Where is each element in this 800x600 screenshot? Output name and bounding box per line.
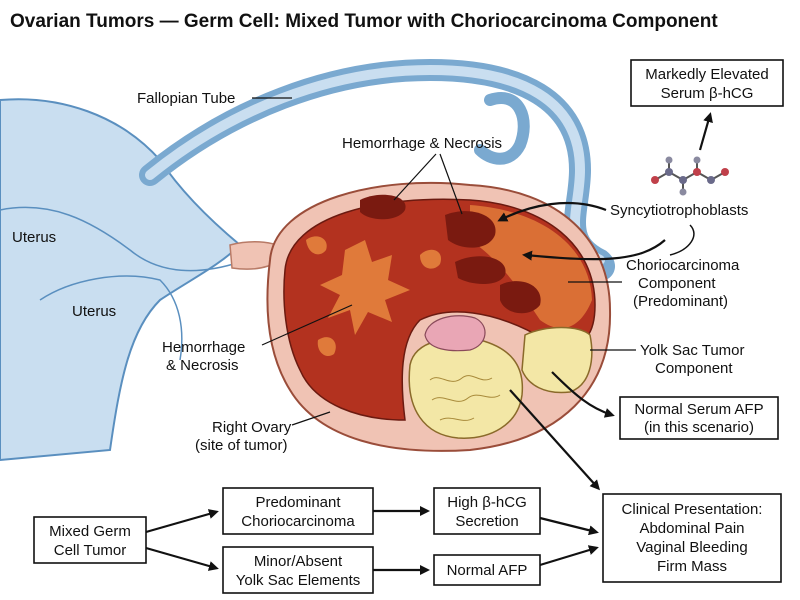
- uterus-shape: [0, 98, 242, 462]
- diagram-title: Ovarian Tumors — Germ Cell: Mixed Tumor …: [10, 11, 718, 32]
- molecule-icon: [651, 156, 729, 196]
- box-normal-afp-line2: (in this scenario): [644, 419, 754, 436]
- box-normal-serum-afp: Normal Serum AFP (in this scenario): [619, 396, 779, 440]
- box-serum-hcg: Markedly Elevated Serum β-hCG: [630, 59, 784, 107]
- necrosis-patch-6: [420, 249, 441, 269]
- arrow-syncytio-in: [497, 201, 607, 222]
- label-syncytiotrophoblasts: Syncytiotrophoblasts: [610, 202, 748, 219]
- box-serum-hcg-line2: Serum β-hCG: [661, 85, 754, 102]
- necrosis-patch-3: [455, 256, 506, 284]
- arrow-hcg-to-clinical: [539, 516, 599, 536]
- label-uterus-upper: Uterus: [12, 229, 56, 246]
- label-right-ovary-1: Right Ovary: [212, 419, 292, 436]
- flow-box-high-hcg: High β-hCG Secretion: [433, 487, 541, 535]
- yolk-texture: [429, 375, 501, 421]
- label-hemorrhage-top: Hemorrhage & Necrosis: [342, 135, 502, 152]
- arrow-syncytio-up: [669, 224, 695, 256]
- necrosis-patch-5: [306, 236, 327, 255]
- flow-box-minor: Minor/Absent Yolk Sac Elements: [222, 546, 374, 594]
- leader-right-ovary: [291, 411, 331, 426]
- label-hemorrhage-left-2: & Necrosis: [166, 357, 239, 374]
- flow-mixed-line2: Cell Tumor: [54, 542, 127, 559]
- pink-nodule: [424, 315, 486, 352]
- necrosis-patch-2: [445, 211, 496, 248]
- leader-hemorrhage-left: [261, 304, 353, 346]
- label-uterus-lower: Uterus: [72, 303, 116, 320]
- necrosis-patch-4: [500, 281, 541, 314]
- flow-predominant-line2: Choriocarcinoma: [241, 513, 355, 530]
- label-fallopian-tube: Fallopian Tube: [137, 90, 235, 107]
- box-serum-hcg-line1: Markedly Elevated: [645, 66, 768, 83]
- uterus-cavity: [39, 275, 183, 361]
- label-yolk-2: Component: [655, 360, 733, 377]
- flow-box-mixed: Mixed Germ Cell Tumor: [33, 516, 147, 564]
- flow-clinical-line4: Firm Mass: [657, 558, 727, 575]
- box-normal-afp-line1: Normal Serum AFP: [634, 401, 763, 418]
- leader-hemorrhage-top-1: [393, 153, 437, 201]
- flow-clinical-line1: Clinical Presentation:: [622, 501, 763, 518]
- arrow-to-serum-hcg: [698, 112, 713, 151]
- flow-box-normal-afp: Normal AFP: [433, 554, 541, 586]
- flow-minor-line1: Minor/Absent: [254, 553, 343, 570]
- flow-mixed-line1: Mixed Germ: [49, 523, 131, 540]
- label-chorio-1: Choriocarcinoma: [626, 257, 740, 274]
- leader-hemorrhage-top-2: [439, 153, 463, 215]
- flow-clinical-line3: Vaginal Bleeding: [636, 539, 747, 556]
- flow-predominant-line1: Predominant: [255, 494, 341, 511]
- arrow-mixed-to-predominant: [145, 509, 219, 534]
- flow-clinical-line2: Abdominal Pain: [639, 520, 744, 537]
- tube-fimbria-curl: [474, 92, 530, 165]
- label-yolk-1: Yolk Sac Tumor: [640, 342, 745, 359]
- central-necrosis: [320, 240, 410, 335]
- chorio-orange-zone: [470, 205, 592, 329]
- label-right-ovary-2: (site of tumor): [195, 437, 288, 454]
- flow-normal-afp-text: Normal AFP: [447, 562, 528, 579]
- flow-box-clinical: Clinical Presentation: Abdominal Pain Va…: [602, 493, 782, 583]
- flow-box-predominant: Predominant Choriocarcinoma: [222, 487, 374, 535]
- arrow-chorio: [522, 239, 666, 261]
- flow-high-hcg-line2: Secretion: [455, 513, 518, 530]
- label-hemorrhage-left-1: Hemorrhage: [162, 339, 245, 356]
- arrow-yolk-to-clinical: [509, 389, 601, 491]
- uterus-inner-line: [0, 206, 241, 272]
- yolk-sac-right: [521, 326, 593, 394]
- fallopian-tube-lumen: [145, 64, 605, 265]
- necrosis-patch-7: [317, 337, 336, 357]
- label-chorio-3: (Predominant): [633, 293, 728, 310]
- flow-high-hcg-line1: High β-hCG: [447, 494, 526, 511]
- arrow-mixed-to-minor: [145, 546, 219, 571]
- flow-minor-line2: Yolk Sac Elements: [236, 572, 361, 589]
- label-chorio-2: Component: [638, 275, 716, 292]
- necrosis-patch-1: [360, 194, 406, 220]
- arrow-yolk-to-afp: [551, 371, 615, 418]
- yolk-sac-lower: [408, 337, 524, 439]
- arrow-afp-to-clinical: [539, 545, 599, 567]
